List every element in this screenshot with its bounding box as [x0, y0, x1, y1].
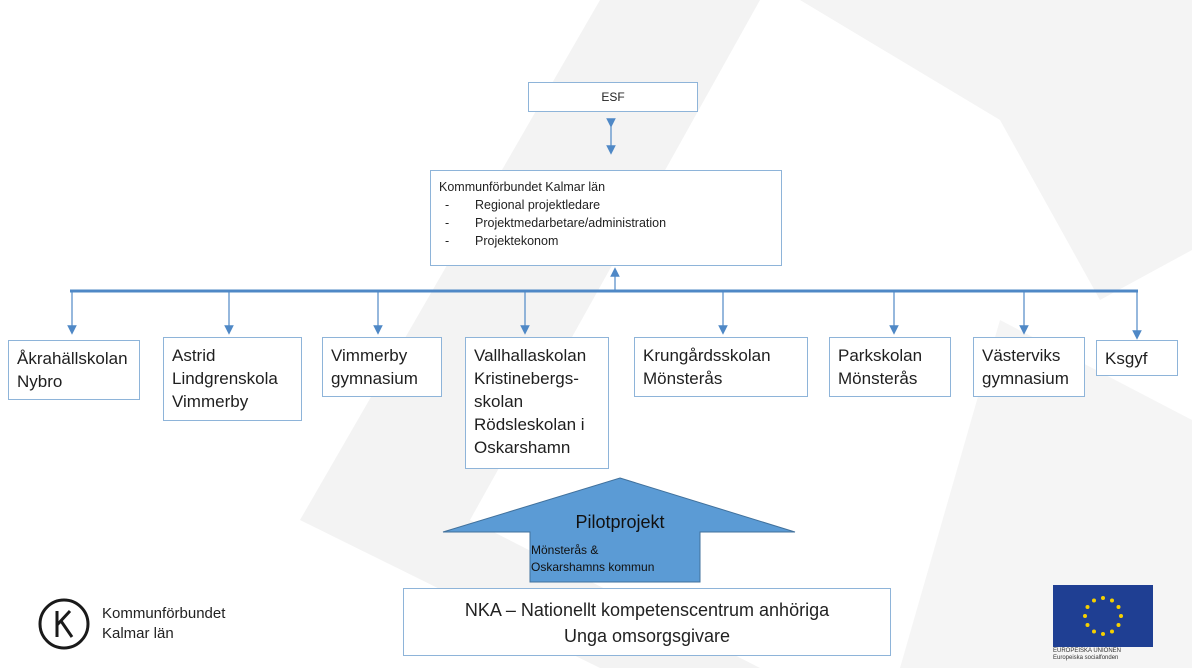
role-item: Projektekonom	[439, 232, 773, 250]
unit-line: Ksgyf	[1105, 349, 1148, 368]
kommunforbundet-logo-text: Kommunförbundet Kalmar län	[102, 604, 225, 644]
unit-line: Parkskolan	[838, 346, 923, 365]
unit-line: Lindgrenskola	[172, 369, 278, 388]
unit-box-akrahallskolan: Åkrahällskolan Nybro	[8, 340, 140, 400]
logo-text-line: Kalmar län	[102, 625, 174, 642]
eu-flag-icon	[1053, 585, 1153, 647]
unit-line: Astrid	[172, 346, 216, 365]
eu-caption-line: EUROPEISKA UNIONEN	[1053, 648, 1122, 654]
logo-text-line: Kommunförbundet	[102, 605, 226, 622]
kommunforbundet-logo-icon	[38, 598, 90, 650]
unit-line: Oskarshamn	[474, 438, 571, 457]
unit-box-krungardsskolan: Krungårdsskolan Mönsterås	[634, 337, 808, 397]
unit-box-vimmerby-gymnasium: Vimmerby gymnasium	[322, 337, 442, 397]
unit-line: Mönsterås	[838, 369, 918, 388]
unit-box-vasterviks-gymnasium: Västerviks gymnasium	[973, 337, 1085, 397]
unit-line: Vimmerby	[172, 392, 249, 411]
eu-caption-line: Europeiska socialfonden	[1053, 655, 1119, 661]
pilot-subtitle: Mönsterås & Oskarshamns kommun	[531, 542, 701, 576]
unit-line: Nybro	[17, 372, 63, 391]
unit-line: Krungårdsskolan	[643, 346, 771, 365]
pilot-title: Pilotprojekt	[575, 512, 665, 532]
unit-line: Vimmerby	[331, 346, 408, 365]
unit-line: skolan	[474, 392, 524, 411]
eu-flag-caption: EUROPEISKA UNIONEN Europeiska socialfond…	[1053, 648, 1161, 662]
pilot-subtitle-line: Oskarshamns kommun	[531, 560, 655, 574]
unit-line: gymnasium	[331, 369, 418, 388]
support-line: Unga omsorgsgivare	[563, 626, 731, 646]
coordinator-box: Kommunförbundet Kalmar län Regional proj…	[430, 170, 782, 266]
unit-line: Mönsterås	[643, 369, 723, 388]
pilot-arrow	[442, 477, 796, 583]
unit-box-parkskolan: Parkskolan Mönsterås	[829, 337, 951, 397]
unit-box-astrid-lindgrenskola: Astrid Lindgrenskola Vimmerby	[163, 337, 302, 421]
role-item: Regional projektledare	[439, 196, 773, 214]
support-box-nka: NKA – Nationellt kompetenscentrum anhöri…	[403, 588, 891, 656]
unit-line: gymnasium	[982, 369, 1069, 388]
unit-box-vallhallaskolan: Vallhallaskolan Kristinebergs- skolan Rö…	[465, 337, 609, 469]
role-item: Projektmedarbetare/administration	[439, 214, 773, 232]
unit-line: Åkrahällskolan	[17, 349, 128, 368]
esf-box: ESF	[528, 82, 698, 112]
unit-box-ksgyf: Ksgyf	[1096, 340, 1178, 376]
unit-line: Vallhallaskolan	[474, 346, 587, 365]
pilot-subtitle-line: Mönsterås &	[531, 543, 599, 557]
support-line: NKA – Nationellt kompetenscentrum anhöri…	[464, 600, 830, 620]
unit-line: Rödsleskolan i	[474, 415, 585, 434]
coordinator-roles: Regional projektledare Projektmedarbetar…	[439, 196, 773, 250]
coordinator-name: Kommunförbundet Kalmar län	[439, 180, 606, 194]
unit-line: Kristinebergs-	[474, 369, 579, 388]
unit-line: Västerviks	[982, 346, 1061, 365]
